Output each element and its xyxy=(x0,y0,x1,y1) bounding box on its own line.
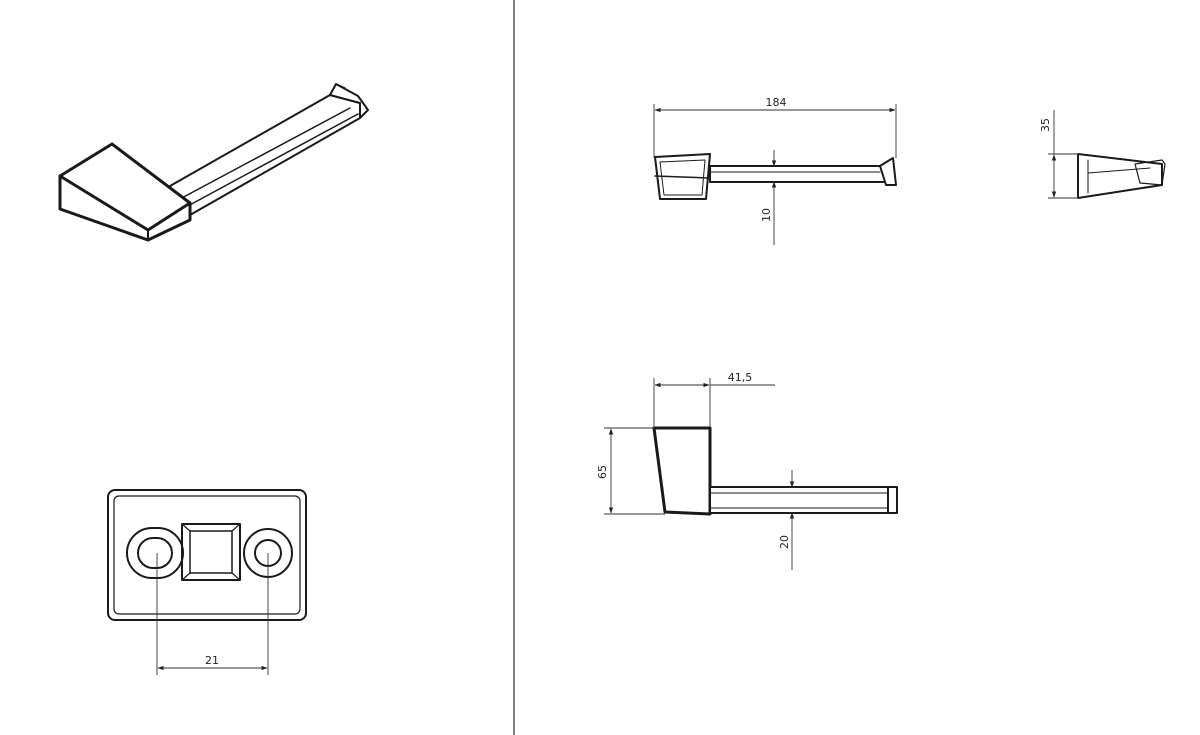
dim-bar-thickness-front: 20 xyxy=(778,535,791,549)
wall-plate-view: 21 xyxy=(107,489,307,675)
side-view: 35 xyxy=(1039,110,1166,199)
dim-length: 184 xyxy=(766,96,787,109)
dim-depth: 35 xyxy=(1039,118,1052,132)
dim-hole-spacing: 21 xyxy=(205,654,219,667)
dim-bar-thickness-top: 10 xyxy=(760,208,773,222)
dim-height: 65 xyxy=(596,465,609,479)
top-view: 184 10 xyxy=(653,96,897,245)
front-view: 41,5 65 20 xyxy=(596,371,898,570)
isometric-view xyxy=(58,83,369,242)
dim-base-width: 41,5 xyxy=(728,371,753,384)
